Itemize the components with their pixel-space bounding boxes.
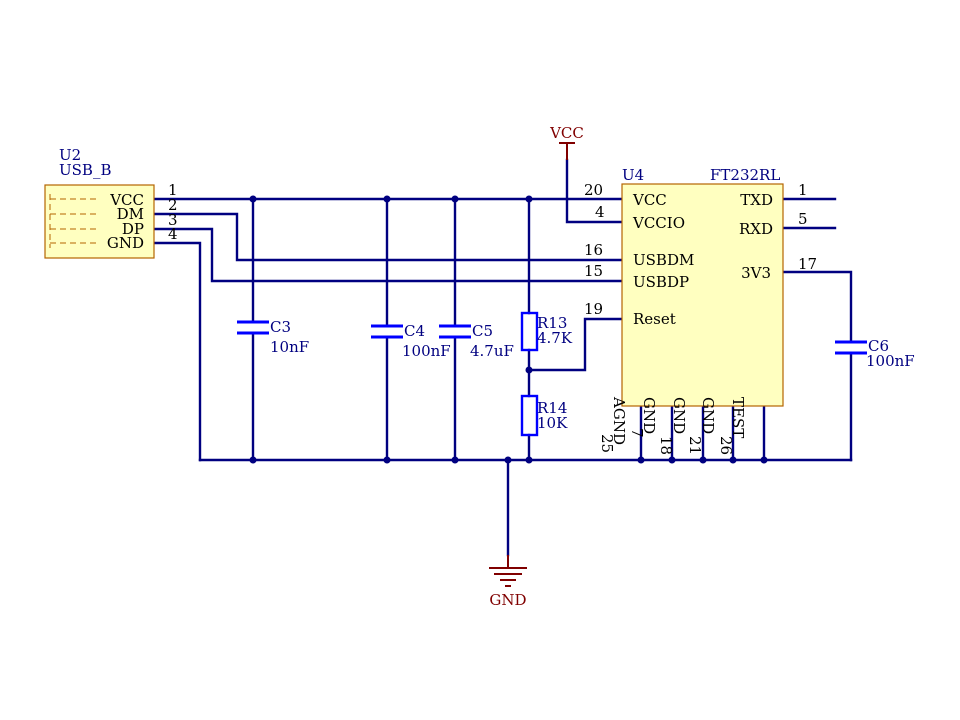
u4-pin-name-3v3: 3V3	[741, 264, 771, 282]
resistor-r14[interactable]: R14 10K	[520, 394, 568, 437]
u4-pin-name-vcc: VCC	[632, 191, 667, 209]
junction-dot	[249, 456, 257, 464]
u4-pin-num-4: 4	[595, 203, 605, 221]
u4-pin-num-25: 25	[598, 434, 616, 453]
junction-dot	[383, 456, 391, 464]
u4-pin-num-5: 5	[798, 210, 808, 228]
junction-dot	[383, 195, 391, 203]
vcc-label: VCC	[549, 124, 584, 142]
u2-pin-name-vcc: VCC	[109, 191, 144, 209]
u4-pin-name-usbdm: USBDM	[633, 251, 694, 269]
c4-ref: C4	[404, 322, 425, 340]
junction-dot	[729, 456, 737, 464]
u2-ref: U2	[59, 146, 81, 164]
u4-pin-name-gnd-18: GND	[670, 397, 688, 434]
u4-pin-num-21: 21	[686, 436, 704, 455]
junction-dot	[525, 195, 533, 203]
junction-dot	[637, 456, 645, 464]
r13-value: 4.7K	[537, 329, 573, 347]
junction-dot	[668, 456, 676, 464]
u4-pin-name-gnd-21: GND	[699, 397, 717, 434]
u4-value: FT232RL	[710, 166, 780, 184]
u2-pin-name-dp: DP	[122, 220, 144, 238]
u4-ref: U4	[622, 166, 644, 184]
gnd-label: GND	[489, 591, 526, 609]
c3-ref: C3	[270, 318, 291, 336]
u4-pin-name-reset: Reset	[633, 310, 676, 328]
usb-b-connector[interactable]: U2 USB_B VCC DM DP GND 1 2 3 4	[44, 146, 178, 259]
u4-pin-num-16: 16	[584, 241, 603, 259]
r13-ref: R13	[537, 314, 567, 332]
u2-pin-num-2: 2	[168, 196, 178, 214]
capacitor-c3[interactable]: C3 10nF	[237, 318, 309, 356]
u2-pin-num-3: 3	[168, 211, 178, 229]
c5-value: 4.7uF	[470, 342, 514, 360]
junction-dot	[525, 456, 533, 464]
u4-pin-name-txd: TXD	[740, 191, 773, 209]
u4-pin-name-usbdp: USBDP	[633, 273, 689, 291]
c3-value: 10nF	[270, 338, 309, 356]
u2-pin-num-4: 4	[168, 225, 178, 243]
u4-pin-num-7: 7	[628, 428, 646, 438]
u4-pin-name-agnd: AGND	[610, 396, 628, 445]
u2-pin-num-1: 1	[168, 181, 178, 199]
junction-dot	[525, 366, 533, 374]
u4-pin-num-17: 17	[798, 255, 817, 273]
capacitor-c5[interactable]: C5 4.7uF	[439, 322, 514, 360]
ft232rl-chip[interactable]: U4 FT232RL VCC VCCIO USBDM USBDP Reset 2…	[584, 166, 817, 455]
resistor-r13[interactable]: R13 4.7K	[520, 311, 573, 352]
u2-pin-name-gnd: GND	[107, 234, 144, 252]
capacitor-c6[interactable]: C6 100nF	[835, 337, 915, 370]
junction-dot	[451, 195, 459, 203]
u4-pin-name-test: TEST	[729, 397, 747, 438]
u2-value: USB_B	[59, 161, 111, 179]
u4-pin-name-rxd: RXD	[739, 220, 773, 238]
c5-ref: C5	[472, 322, 493, 340]
junction-dot	[699, 456, 707, 464]
u2-pin-name-dm: DM	[117, 205, 144, 223]
r14-ref: R14	[537, 399, 567, 417]
u4-pin-num-15: 15	[584, 262, 603, 280]
c4-value: 100nF	[402, 342, 451, 360]
junction-dot	[451, 456, 459, 464]
junction-dots	[249, 195, 768, 464]
u4-pin-num-26: 26	[717, 436, 735, 455]
gnd-power-symbol[interactable]: GND	[489, 555, 527, 609]
u4-pin-name-vccio: VCCIO	[632, 214, 685, 232]
junction-dot	[760, 456, 768, 464]
u4-pin-num-19: 19	[584, 300, 603, 318]
r14-value: 10K	[537, 414, 568, 432]
vcc-power-symbol[interactable]: VCC	[549, 124, 584, 160]
u4-pin-name-gnd-7: GND	[640, 397, 658, 434]
u4-pin-num-20: 20	[584, 181, 603, 199]
junction-dot	[249, 195, 257, 203]
u4-pin-num-18: 18	[657, 436, 675, 455]
u4-pin-num-1: 1	[798, 181, 808, 199]
capacitor-c4[interactable]: C4 100nF	[371, 322, 451, 360]
junction-dot	[504, 456, 512, 464]
c6-value: 100nF	[866, 352, 915, 370]
c6-ref: C6	[868, 337, 889, 355]
